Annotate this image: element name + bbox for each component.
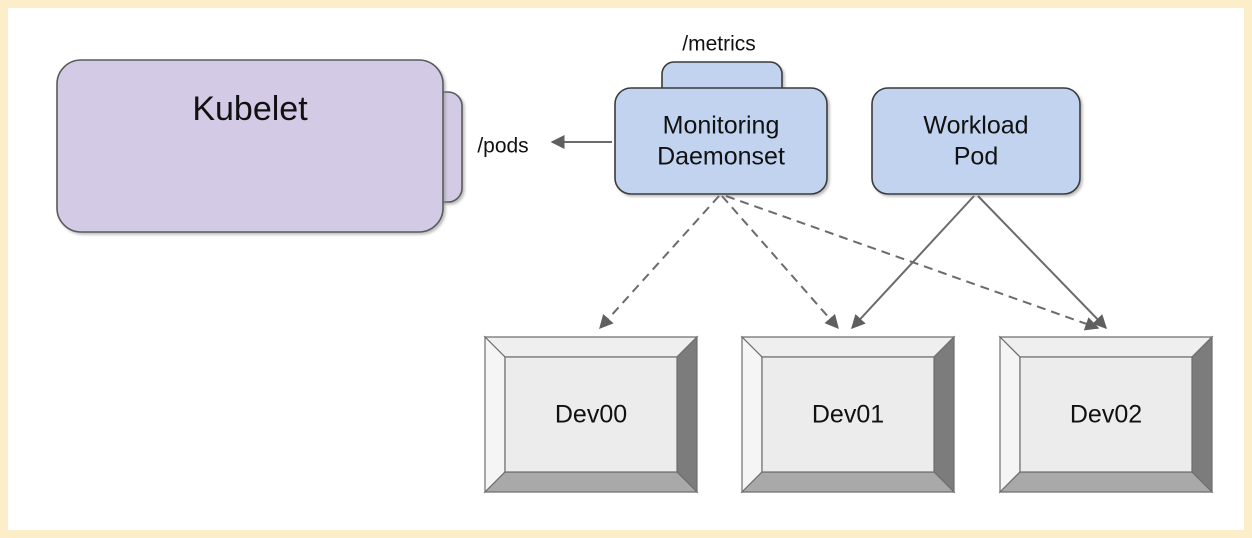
edge-workload-to-dev02 xyxy=(977,195,1107,330)
dev01-bevel-left xyxy=(741,335,763,494)
dev01-face xyxy=(761,356,935,473)
metrics-endpoint-label: /metrics xyxy=(682,33,756,56)
node-kubelet[interactable]: Kubelet xyxy=(56,59,463,233)
node-workload-pod[interactable]: Workload Pod xyxy=(871,87,1081,195)
dev02-bevel-right xyxy=(1191,335,1213,494)
edge-workload-to-dev01 xyxy=(851,195,975,330)
workload-pod-body xyxy=(871,87,1081,195)
workload-pod-label-line1: Workload xyxy=(923,112,1028,140)
dev00-bevel-left xyxy=(484,335,506,494)
dev02-bevel-top xyxy=(998,336,1214,358)
dev00-bevel-right xyxy=(676,335,698,494)
dev02-face xyxy=(1019,356,1193,473)
monitoring-daemonset-label-line2: Daemonset xyxy=(657,143,785,171)
dev00-label: Dev00 xyxy=(555,401,627,429)
dev01-label: Dev01 xyxy=(812,401,884,429)
monitoring-daemonset-body xyxy=(614,87,828,195)
dev00-bevel-top xyxy=(483,336,699,358)
dev02-bevel-left xyxy=(999,335,1021,494)
node-device-dev00[interactable]: Dev00 xyxy=(483,335,699,494)
kubelet-label: Kubelet xyxy=(192,90,308,128)
node-device-dev02[interactable]: Dev02 xyxy=(998,335,1214,494)
monitoring-daemonset-label-line1: Monitoring xyxy=(663,112,780,140)
dev02-label: Dev02 xyxy=(1070,401,1142,429)
dev01-bevel-right xyxy=(933,335,955,494)
kubelet-endpoint-label: /pods xyxy=(477,135,528,158)
architecture-diagram: Kubelet /pods Monitoring Daemonset /metr… xyxy=(56,33,1214,494)
dev02-bevel-bottom xyxy=(998,471,1214,493)
edge-daemonset-to-dev00 xyxy=(599,195,720,330)
dev00-bevel-bottom xyxy=(483,471,699,493)
dev01-bevel-bottom xyxy=(740,471,956,493)
dev00-face xyxy=(504,356,678,473)
diagram-canvas: Kubelet /pods Monitoring Daemonset /metr… xyxy=(8,8,1244,530)
kubelet-body xyxy=(56,59,444,233)
dev01-bevel-top xyxy=(740,336,956,358)
workload-pod-label-line2: Pod xyxy=(954,143,998,171)
node-monitoring-daemonset[interactable]: Monitoring Daemonset xyxy=(614,61,828,195)
edge-daemonset-to-dev01 xyxy=(721,195,839,330)
node-device-dev01[interactable]: Dev01 xyxy=(740,335,956,494)
